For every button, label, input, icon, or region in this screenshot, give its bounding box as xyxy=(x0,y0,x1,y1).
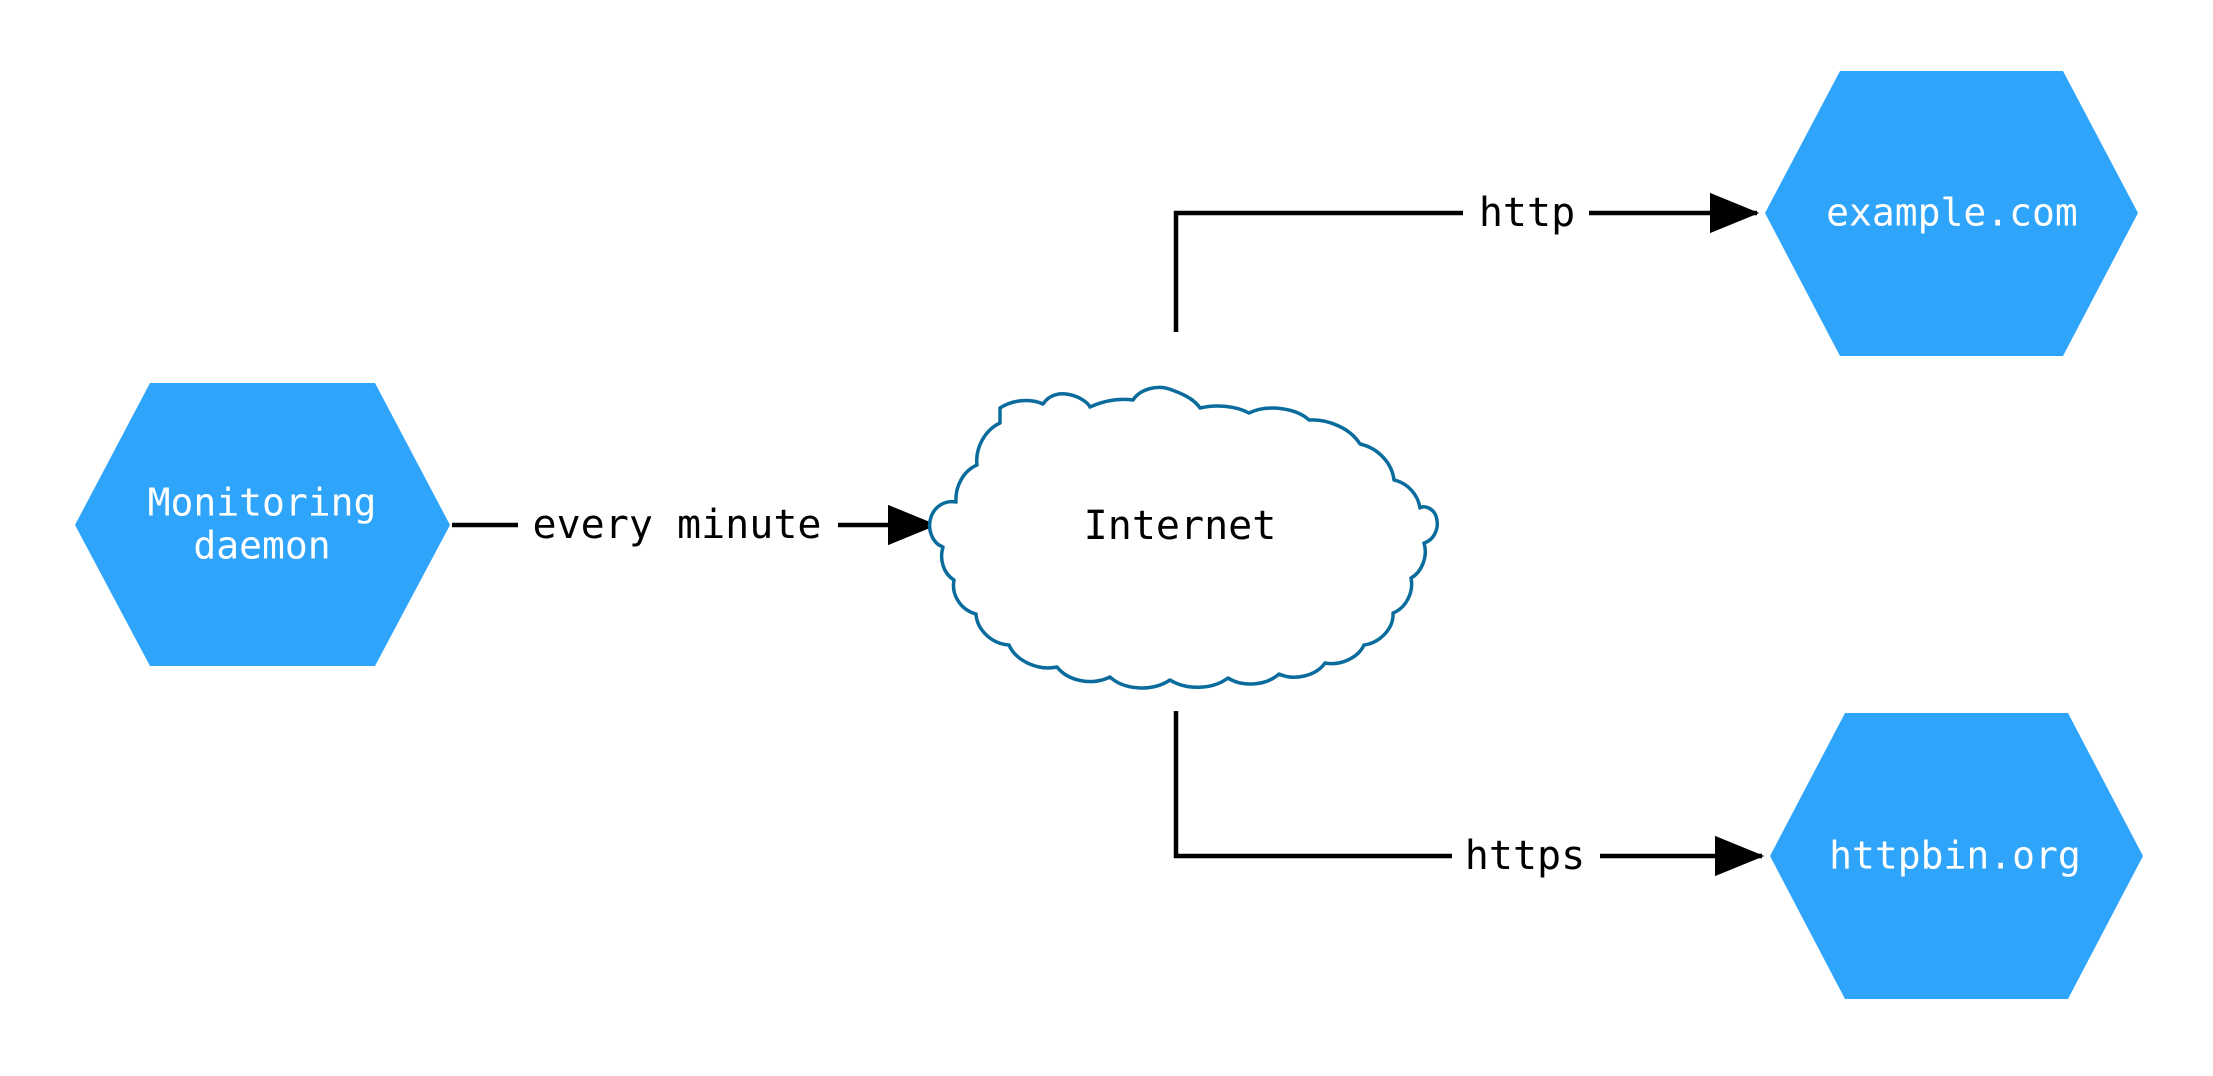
hexagon-shape-example-com[interactable] xyxy=(1765,71,2138,356)
edge-label-https: https xyxy=(1465,833,1585,879)
cloud-shape-internet[interactable] xyxy=(927,385,1439,690)
node-example-com[interactable]: example.com xyxy=(1765,71,2138,356)
hexagon-shape-monitoring-daemon[interactable] xyxy=(75,383,450,666)
edge-label-http: http xyxy=(1479,190,1575,236)
node-label-monitoring-daemon-line1: Monitoring xyxy=(148,481,377,525)
edge-internet-to-httpbin: https xyxy=(1173,711,1765,883)
node-httpbin-org[interactable]: httpbin.org xyxy=(1770,713,2143,999)
node-label-example-com: example.com xyxy=(1826,191,2078,235)
node-internet[interactable]: Internet xyxy=(927,385,1439,690)
edge-label-every-minute: every minute xyxy=(533,502,822,548)
node-label-monitoring-daemon-line2: daemon xyxy=(193,524,330,568)
edge-internet-to-example: http xyxy=(1173,186,1760,332)
edge-label-backdrop-every-minute xyxy=(518,498,838,552)
node-label-httpbin-org: httpbin.org xyxy=(1829,834,2081,878)
node-label-internet: Internet xyxy=(1084,503,1277,549)
edge-daemon-to-internet: every minute xyxy=(452,498,938,552)
edge-label-backdrop-http xyxy=(1463,186,1589,240)
hexagon-shape-httpbin-org[interactable] xyxy=(1770,713,2143,999)
edge-label-backdrop-https xyxy=(1452,829,1600,883)
node-monitoring-daemon[interactable]: Monitoring daemon xyxy=(75,383,450,666)
